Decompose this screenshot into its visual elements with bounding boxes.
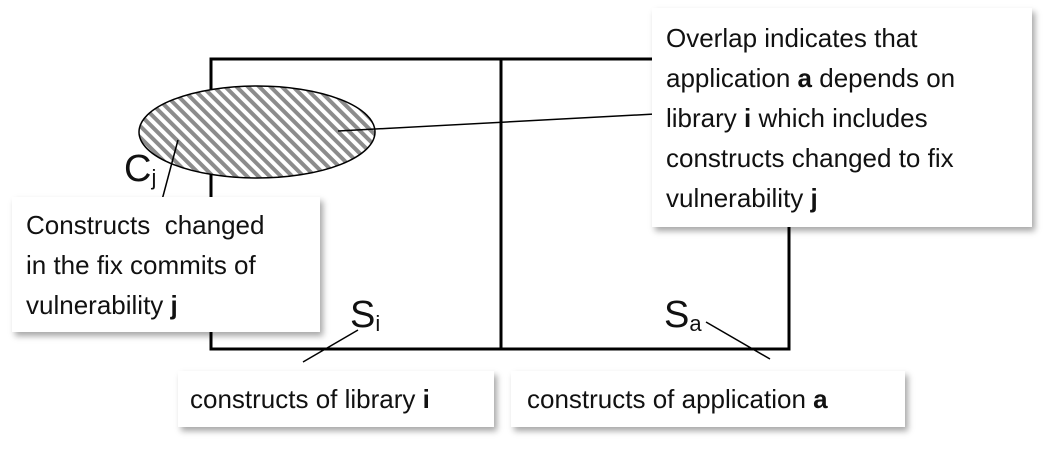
overlap-leader-line	[337, 113, 656, 132]
library-constructs-callout: constructs of library i	[178, 371, 494, 427]
overlap-line-3: library i which includes	[666, 103, 928, 133]
overlap-line-5: vulnerability j	[666, 183, 818, 213]
cj-ellipse	[138, 85, 376, 179]
overlap-line-2: application a depends on	[666, 63, 956, 93]
constructs-line-1: Constructs changed	[26, 210, 265, 240]
si-leader-line	[302, 329, 359, 363]
label-sa: Sa	[664, 294, 702, 336]
overlap-line-1: Overlap indicates that	[666, 23, 918, 53]
overlap-line-4: constructs changed to fix	[666, 143, 954, 173]
cj-leader-line	[161, 139, 179, 201]
label-cj: Cj	[124, 148, 157, 190]
constructs-changed-callout: Constructs changed in the fix commits of…	[12, 197, 320, 332]
constructs-line-2: in the fix commits of	[26, 250, 256, 280]
application-constructs-callout: constructs of application a	[511, 371, 905, 427]
sa-leader-line	[705, 321, 771, 360]
constructs-line-3: vulnerability j	[26, 290, 178, 320]
overlap-callout: Overlap indicates that application a dep…	[652, 8, 1032, 227]
label-si: Si	[350, 294, 381, 336]
